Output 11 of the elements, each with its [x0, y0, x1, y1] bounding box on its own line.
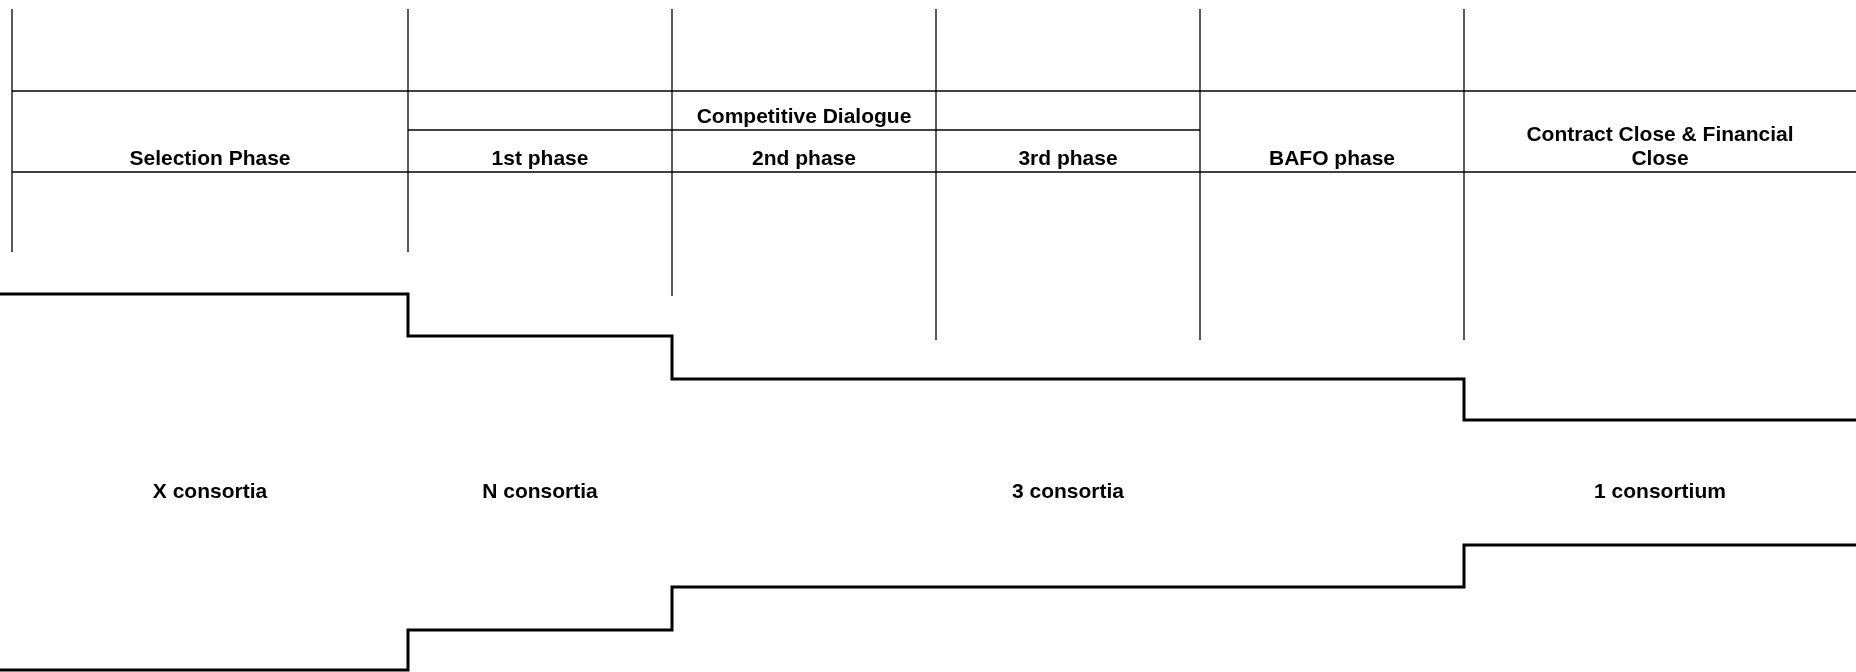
label-text: BAFO phase: [1269, 145, 1395, 170]
label-text: Selection Phase: [129, 145, 291, 170]
label-text: 1st phase: [491, 145, 589, 170]
label-text: 1 consortium: [1594, 478, 1726, 503]
label-text: 2nd phase: [752, 145, 856, 170]
label-text: Competitive Dialogue: [696, 103, 912, 128]
label-text: 3 consortia: [1011, 478, 1124, 503]
label-text: 3rd phase: [1018, 145, 1118, 170]
label-text: X consortia: [152, 478, 268, 503]
label-text: Contract Close & Financial Close: [1525, 121, 1795, 170]
label-text: N consortia: [482, 478, 598, 503]
